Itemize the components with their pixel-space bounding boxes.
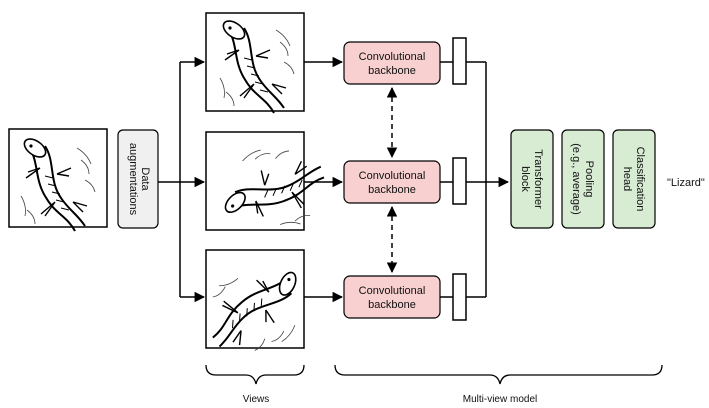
model-brace: [334, 364, 663, 385]
pooling-label-2: (e.g., average): [570, 143, 582, 215]
pooling-block: Pooling (e.g., average): [561, 129, 605, 229]
data-augmentations-box: Data augmentations: [117, 129, 159, 229]
backbone-1-label-1: Convolutional: [359, 51, 426, 63]
views-brace: [205, 364, 305, 385]
feature-vectors: [440, 37, 467, 321]
backbone-2-label-2: backbone: [368, 184, 416, 196]
view-image-1: [205, 12, 305, 114]
backbone-3-label-1: Convolutional: [359, 285, 426, 297]
transformer-block: Transformer block: [510, 129, 554, 229]
augmentation-connectors: [158, 56, 206, 303]
merge-connectors: [466, 61, 510, 298]
model-caption: Multi-view model: [463, 394, 537, 405]
backbone-2-label-1: Convolutional: [359, 170, 426, 182]
pooling-label-1: Pooling: [583, 161, 595, 198]
view-to-backbone-arrows: [304, 56, 344, 303]
classification-head: Classification head: [612, 129, 656, 229]
view-image-2: [205, 131, 329, 232]
feature-vector-1: [452, 37, 467, 85]
data-aug-label-1: Data: [139, 167, 151, 191]
classification-label-1: Classification: [634, 147, 646, 212]
transformer-label-2: block: [519, 166, 531, 192]
backbone-3: Convolutional backbone: [343, 275, 441, 319]
feature-vector-3: [452, 273, 467, 321]
backbone-1: Convolutional backbone: [343, 41, 441, 85]
transformer-label-1: Transformer: [532, 149, 544, 209]
output-label: "Lizard": [667, 177, 705, 189]
feature-vector-2: [452, 157, 467, 205]
views-caption: Views: [243, 394, 270, 405]
classification-label-2: head: [621, 167, 633, 191]
backbone-2: Convolutional backbone: [343, 160, 441, 204]
data-aug-label-2: augmentations: [127, 143, 139, 216]
view-image-3: [202, 249, 312, 359]
input-image: [8, 128, 108, 232]
backbone-1-label-2: backbone: [368, 65, 416, 77]
backbone-3-label-2: backbone: [368, 299, 416, 311]
